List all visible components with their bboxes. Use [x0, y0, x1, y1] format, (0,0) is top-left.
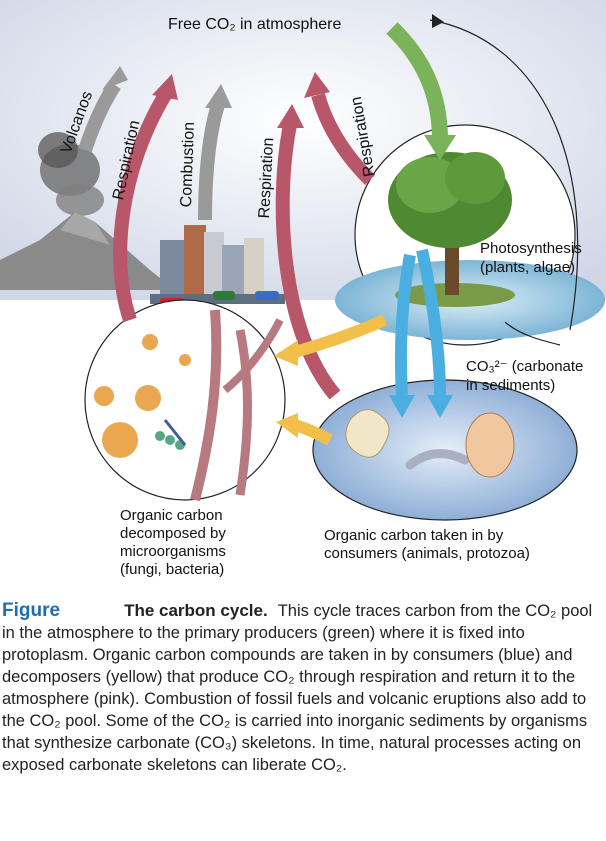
photosynthesis-sublabel: (plants, algae): [480, 259, 576, 276]
consumer-arrow-2: [416, 248, 446, 396]
decomposed-label-3: microorganisms: [120, 543, 226, 560]
decomposer-arrow-1: [293, 314, 388, 358]
decomposed-label-4: (fungi, bacteria): [120, 561, 225, 578]
decomposed-label-1: Organic carbon: [120, 507, 223, 524]
respiration-arrowhead-3: [304, 72, 330, 98]
decomposer-arrowhead-1: [274, 340, 298, 366]
consumers-label-2: consumers (animals, protozoa): [324, 545, 530, 562]
respiration-arrow-2: [275, 123, 341, 400]
consumers-label-1: Organic carbon taken in by: [324, 527, 504, 544]
combustion-label: Combustion: [178, 121, 198, 208]
figure-caption: Figure The carbon cycle.This cycle traces…: [2, 600, 602, 776]
volcano-arrow: [78, 81, 121, 153]
photosynthesis-arrow: [386, 22, 448, 141]
photosynthesis-arrowhead: [424, 135, 456, 160]
respiration-arrowhead-1: [152, 74, 178, 100]
carbon-cycle-diagram: Free CO₂ in atmosphere Volcanos Respirat…: [0, 0, 606, 578]
decomposed-label-2: decomposed by: [120, 525, 226, 542]
decomposer-circle: [84, 299, 286, 502]
figure-caption-text: This cycle traces carbon from the CO₂ po…: [2, 602, 593, 774]
diagram-illustration: [0, 0, 606, 521]
carbonate-line: [504, 321, 561, 346]
combustion-arrow: [198, 102, 225, 221]
respiration-arrow-3: [311, 93, 375, 185]
volcano-arrowhead: [102, 66, 128, 90]
figure-title: The carbon cycle.: [124, 601, 268, 620]
photosynthesis-label: Photosynthesis: [480, 240, 582, 257]
respiration-arrow-1: [113, 91, 172, 323]
decomposer-arrowhead-2: [276, 413, 298, 438]
consumer-ellipse: [312, 379, 578, 521]
consumer-arrowhead-1: [389, 395, 415, 418]
respiration-arrowhead-2: [277, 104, 304, 128]
cycle-arrowhead: [432, 14, 444, 28]
cycle-line: [429, 19, 579, 331]
combustion-arrowhead: [205, 84, 232, 108]
figure-label: Figure: [2, 600, 61, 621]
volcano: [0, 132, 175, 290]
atmosphere-label: Free CO₂ in atmosphere: [168, 16, 342, 33]
carbonate-label: CO₃²⁻ (carbonate: [466, 358, 584, 375]
consumer-arrow-1: [394, 253, 416, 396]
consumer-arrowhead-2: [427, 395, 453, 418]
carbonate-sublabel: in sediments): [466, 377, 556, 394]
